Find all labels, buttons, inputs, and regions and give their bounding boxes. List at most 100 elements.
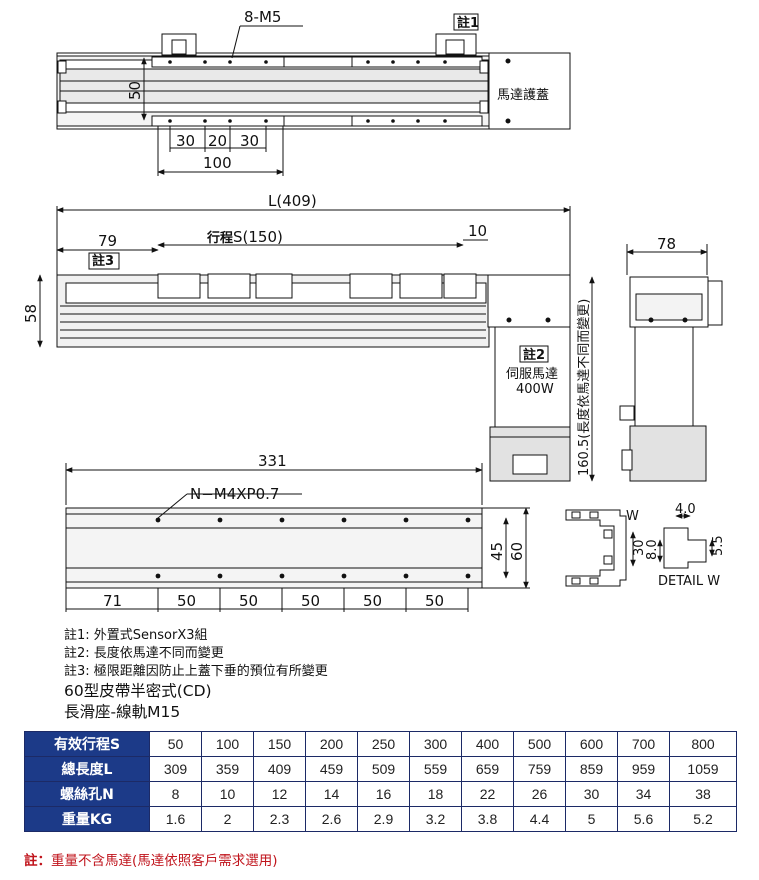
stroke-row: 有效行程S 50 100 150 200 250 300 400 500 600… xyxy=(24,731,737,757)
motor-power-label: 400W xyxy=(516,382,554,397)
note-3: 註3: 極限距離因防止上蓋下垂的預位有所變更 xyxy=(64,664,328,679)
model-line: 60型皮帶半密式(CD) xyxy=(64,682,212,700)
top-pitch-dim-1: 30 xyxy=(176,132,195,150)
top-view xyxy=(56,13,571,176)
weight-cell: 5.2 xyxy=(669,806,737,832)
holes-header: 螺絲孔N xyxy=(24,781,150,807)
bottom-outer-dim: 60 xyxy=(508,542,526,561)
top-pitch-dim-3: 30 xyxy=(240,132,259,150)
length-cell: 459 xyxy=(305,756,358,782)
weight-cell: 5.6 xyxy=(617,806,670,832)
stroke-header: 有效行程S xyxy=(24,731,150,757)
bottom-view xyxy=(65,463,530,612)
bottom-pitch-dim-3: 50 xyxy=(239,592,258,610)
stroke-cell: 100 xyxy=(201,731,254,757)
bottom-pitch-dim-6: 50 xyxy=(425,592,444,610)
mechanical-drawing: 8-M5 註1 50 30 20 30 100 馬達護蓋 L(409) 79 行… xyxy=(22,8,726,612)
holes-cell: 10 xyxy=(201,781,254,807)
length-cell: 309 xyxy=(149,756,202,782)
holes-cell: 18 xyxy=(409,781,462,807)
length-row: 總長度L 309 359 409 459 509 559 659 759 859… xyxy=(24,756,737,782)
stroke-cell: 600 xyxy=(565,731,618,757)
holes-cell: 26 xyxy=(513,781,566,807)
bottom-length-dim: 331 xyxy=(258,452,287,470)
weight-cell: 1.6 xyxy=(149,806,202,832)
weight-cell: 3.8 xyxy=(461,806,514,832)
stroke-cell: 300 xyxy=(409,731,462,757)
length-cell: 409 xyxy=(253,756,306,782)
stroke-cell: 250 xyxy=(357,731,410,757)
length-cell: 959 xyxy=(617,756,670,782)
holes-cell: 12 xyxy=(253,781,306,807)
length-cell: 659 xyxy=(461,756,514,782)
weight-row: 重量KG 1.6 2 2.3 2.6 2.9 3.2 3.8 4.4 5 5.6… xyxy=(24,806,737,832)
side-view xyxy=(37,206,595,482)
weight-cell: 2.3 xyxy=(253,806,306,832)
detail-dim-8: 8.0 xyxy=(645,539,660,560)
bottom-hole-label: N−M4XP0.7 xyxy=(190,485,279,503)
notes-block: 註1: 外置式SensorX3組 註2: 長度依馬達不同而變更 註3: 極限距離… xyxy=(64,627,328,723)
top-pitch-dim-2: 20 xyxy=(208,132,227,150)
top-span-dim: 100 xyxy=(203,154,232,172)
top-note-tag: 註1 xyxy=(457,15,479,31)
holes-cell: 22 xyxy=(461,781,514,807)
stroke-prefix: 行程 xyxy=(206,230,233,246)
end-dim: 10 xyxy=(468,222,487,240)
holes-row: 螺絲孔N 8 10 12 14 16 18 22 26 30 34 38 xyxy=(24,781,737,807)
stroke-cell: 50 xyxy=(149,731,202,757)
stroke-cell: 500 xyxy=(513,731,566,757)
stroke-cell: 700 xyxy=(617,731,670,757)
length-cell: 559 xyxy=(409,756,462,782)
weight-footnote: 註：重量不含馬達(馬達依照客戶需求選用) xyxy=(24,849,278,869)
weight-cell: 2.6 xyxy=(305,806,358,832)
bottom-pitch-dim-1: 71 xyxy=(103,592,122,610)
detail-dim-30: 30 xyxy=(632,539,647,556)
side-note-tag: 註3 xyxy=(92,253,114,269)
type-line: 長滑座-線軌M15 xyxy=(64,703,181,721)
spec-table: 有效行程S 50 100 150 200 250 300 400 500 600… xyxy=(24,731,737,832)
motor-cover-label: 馬達護蓋 xyxy=(497,87,549,103)
weight-cell: 2.9 xyxy=(357,806,410,832)
length-cell: 1059 xyxy=(669,756,737,782)
note-1: 註1: 外置式SensorX3組 xyxy=(64,628,208,643)
weight-cell: 3.2 xyxy=(409,806,462,832)
detail-profile xyxy=(565,509,715,587)
detail-dim-55: 5.5 xyxy=(711,535,726,556)
weight-header: 重量KG xyxy=(24,806,150,832)
end-width-dim: 78 xyxy=(657,235,676,253)
length-header: 總長度L xyxy=(24,756,150,782)
footnote-label: 註： xyxy=(24,853,51,869)
stroke-cell: 800 xyxy=(669,731,737,757)
length-cell: 859 xyxy=(565,756,618,782)
motor-note-tag: 註2 xyxy=(523,347,545,363)
motor-length-dim: 160.5(長度依馬達不同而變更) xyxy=(576,299,592,476)
footnote-text: 重量不含馬達(馬達依照客戶需求選用) xyxy=(51,853,278,869)
detail-title: DETAIL W xyxy=(658,574,720,589)
stroke-cell: 150 xyxy=(253,731,306,757)
top-height-dim: 50 xyxy=(126,81,144,100)
stroke-cell: 400 xyxy=(461,731,514,757)
holes-cell: 8 xyxy=(149,781,202,807)
offset-dim: 79 xyxy=(98,232,117,250)
holes-cell: 34 xyxy=(617,781,670,807)
top-hole-label: 8-M5 xyxy=(244,8,281,26)
side-height-dim: 58 xyxy=(22,304,40,323)
stroke-cell: 200 xyxy=(305,731,358,757)
weight-cell: 5 xyxy=(565,806,618,832)
end-view xyxy=(619,244,723,482)
detail-dim-4: 4.0 xyxy=(675,502,696,517)
bottom-pitch-dim-2: 50 xyxy=(177,592,196,610)
note-2: 註2: 長度依馬達不同而變更 xyxy=(64,646,224,661)
holes-cell: 30 xyxy=(565,781,618,807)
stroke-dim: S(150) xyxy=(233,228,283,246)
weight-cell: 2 xyxy=(201,806,254,832)
overall-length-dim: L(409) xyxy=(268,192,317,210)
motor-type-label: 伺服馬達 xyxy=(506,367,558,382)
holes-cell: 38 xyxy=(669,781,737,807)
bottom-pitch-dim-5: 50 xyxy=(363,592,382,610)
length-cell: 509 xyxy=(357,756,410,782)
length-cell: 359 xyxy=(201,756,254,782)
bottom-inner-dim: 45 xyxy=(488,542,506,561)
length-cell: 759 xyxy=(513,756,566,782)
detail-marker: W xyxy=(626,509,639,524)
